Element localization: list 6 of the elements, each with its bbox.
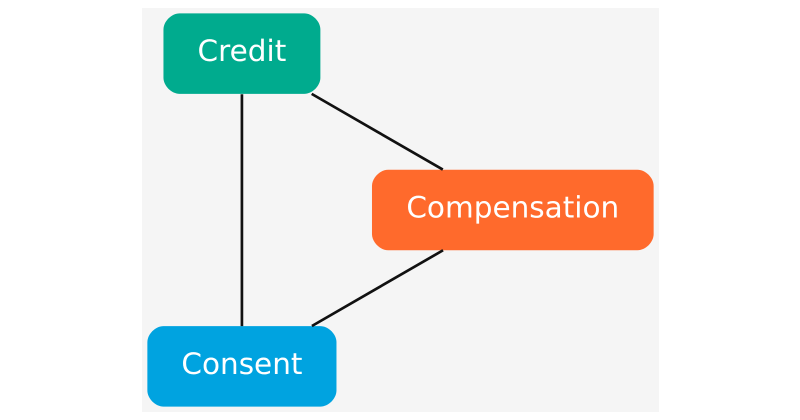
node-box: Credit [162, 13, 320, 94]
node-box: Consent [146, 326, 336, 407]
connector [310, 249, 444, 328]
connector [240, 94, 243, 326]
node-box: Compensation [371, 170, 654, 250]
connector [310, 92, 443, 171]
